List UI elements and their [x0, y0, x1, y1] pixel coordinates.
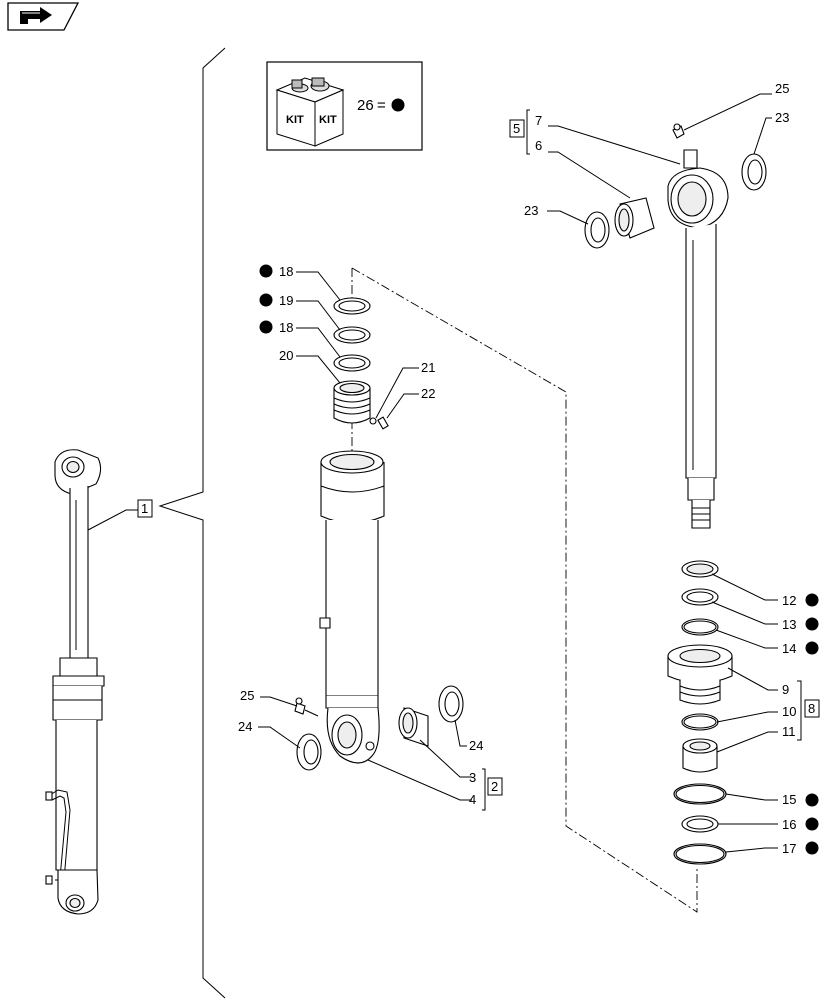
- callout-9: 9: [782, 682, 789, 697]
- callout-16: 16: [782, 817, 796, 832]
- callout-23-right: 23: [775, 110, 789, 125]
- callout-3: 3: [469, 770, 476, 785]
- cylinder-barrel: [319, 450, 385, 764]
- kit-equals-sign: =: [377, 97, 386, 114]
- callout-25-top: 25: [775, 81, 789, 96]
- callout-21: 21: [421, 360, 435, 375]
- callout-6: 6: [535, 138, 542, 153]
- callout-20: 20: [279, 348, 293, 363]
- grease-nipple-part-25-top: [672, 123, 685, 139]
- bushing-ring-part-24-right: [438, 685, 464, 723]
- callout-25-center: 25: [240, 688, 254, 703]
- return-arrow-icon: [20, 7, 52, 24]
- ring-part-23-right: [741, 153, 767, 191]
- callout-13: 13: [782, 617, 796, 632]
- set-screw-part-22: [377, 416, 389, 430]
- callout-14: 14: [782, 641, 796, 656]
- back-navigation-button[interactable]: [7, 2, 80, 31]
- assembly-line-to-piston: [351, 267, 698, 913]
- callout-12: 12: [782, 593, 796, 608]
- kit-marker-dot: [391, 98, 405, 112]
- bushing-part-6: [614, 197, 655, 239]
- kit-box-icon: KIT KIT: [275, 77, 345, 147]
- callout-18-lower: 18: [279, 320, 293, 335]
- group-brace: [158, 47, 226, 999]
- callout-24-right: 24: [469, 738, 483, 753]
- kit-legend: KIT KIT 26 =: [266, 61, 423, 151]
- ball-part-21: [369, 417, 377, 425]
- bushing-part-3: [398, 707, 429, 747]
- callout-7: 7: [535, 113, 542, 128]
- bushing-ring-part-24-left: [296, 733, 322, 771]
- kit-item-number: 26: [357, 97, 374, 114]
- grease-nipple-part-25-center: [294, 697, 306, 715]
- piston-part-9: [667, 644, 733, 705]
- callout-18-upper: 18: [279, 264, 293, 279]
- piston-rod: [667, 149, 729, 529]
- callout-2: 2: [491, 779, 498, 794]
- callout-4: 4: [469, 792, 476, 807]
- kit-label-right: KIT: [319, 114, 337, 126]
- callout-23-left: 23: [524, 203, 538, 218]
- callout-15: 15: [782, 792, 796, 807]
- callout-11: 11: [782, 724, 796, 739]
- ring-part-23-left: [584, 211, 610, 249]
- spacer-part-11: [682, 738, 718, 773]
- gland-nut-part-20: [333, 380, 371, 424]
- callout-10: 10: [782, 704, 796, 719]
- callout-19: 19: [279, 293, 293, 308]
- callout-8: 8: [808, 701, 815, 716]
- kit-label-left: KIT: [286, 114, 304, 126]
- callout-1: 1: [141, 501, 148, 516]
- callout-24-left: 24: [238, 719, 252, 734]
- cylinder-assembly-overview: [45, 449, 105, 915]
- callout-5: 5: [513, 121, 520, 136]
- callout-22: 22: [421, 386, 435, 401]
- callout-17: 17: [782, 841, 796, 856]
